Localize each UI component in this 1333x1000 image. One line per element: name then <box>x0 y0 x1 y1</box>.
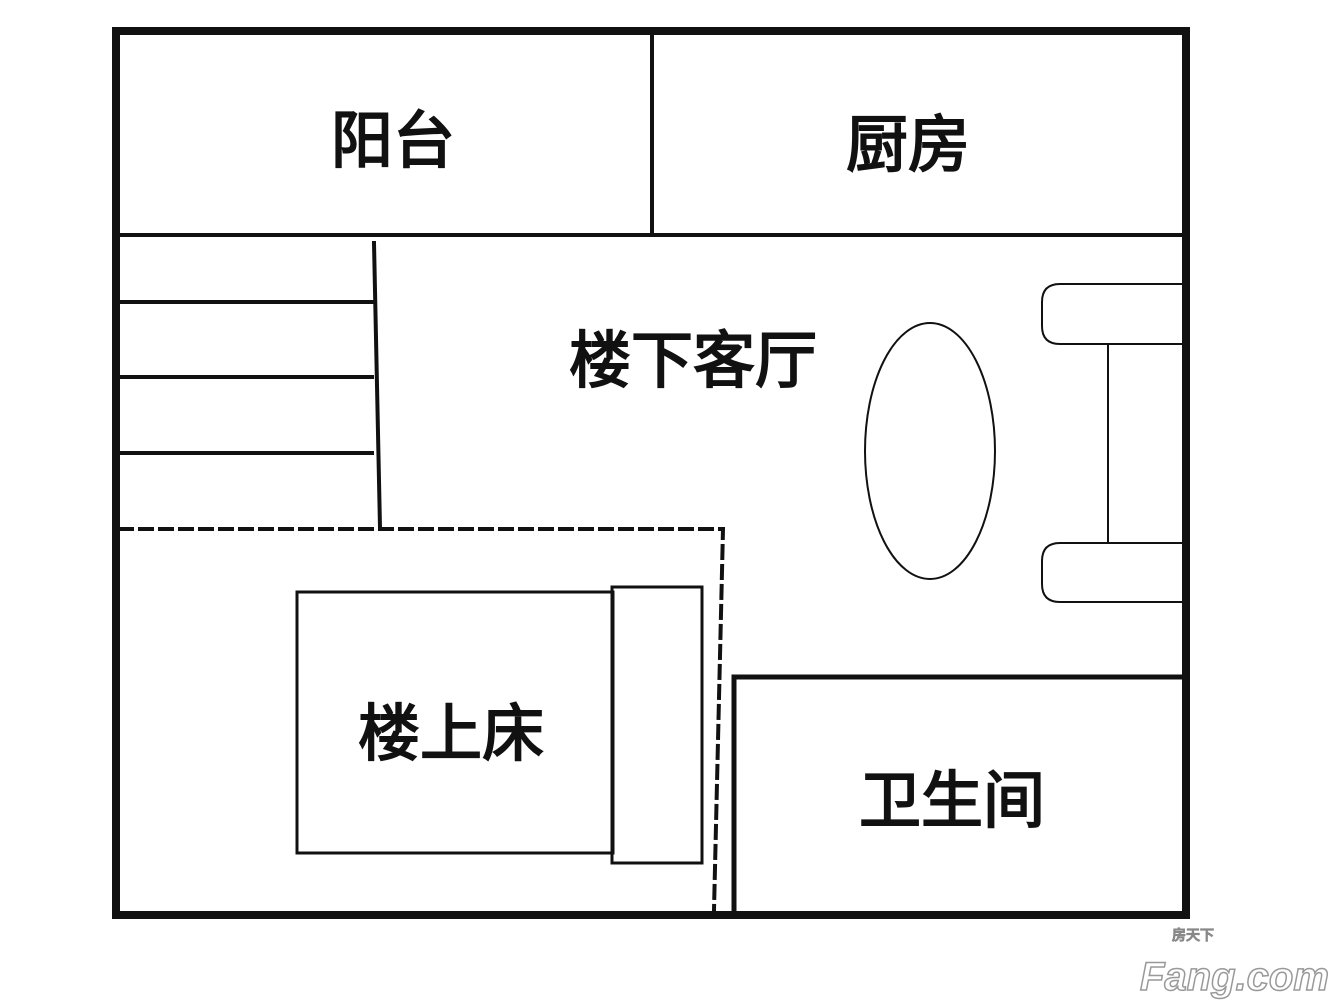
room-label-living-room: 楼下客厅 <box>569 324 817 397</box>
sofa-arm-bottom <box>1041 542 1183 603</box>
bed-headboard <box>610 585 704 865</box>
sofa-arm-top <box>1041 283 1183 345</box>
room-label-bathroom: 卫生间 <box>859 764 1045 837</box>
room-label-balcony: 阳台 <box>331 104 455 177</box>
room-label-kitchen: 厨房 <box>846 108 970 181</box>
loft-boundary-dashed <box>118 527 726 913</box>
stair-wall <box>371 240 383 531</box>
bathroom-wall <box>731 674 1185 913</box>
room-label-loft-bed: 楼上床 <box>358 697 544 770</box>
coffee-table <box>864 322 996 580</box>
watermark-cn: 房天下 <box>1172 927 1214 944</box>
watermark-logo: Fang.com <box>1140 955 1329 999</box>
